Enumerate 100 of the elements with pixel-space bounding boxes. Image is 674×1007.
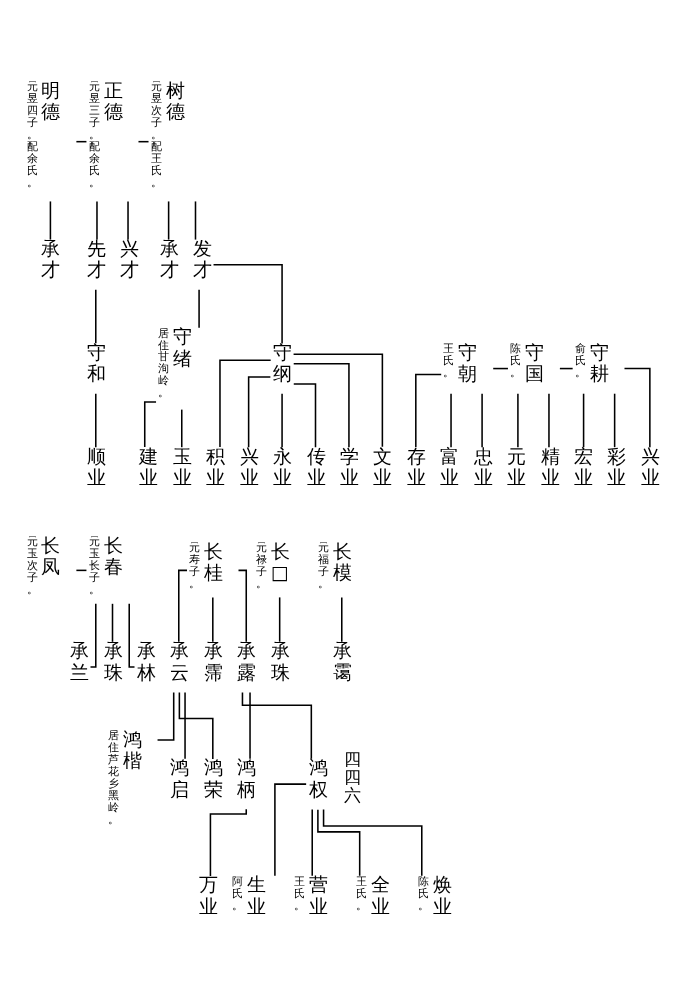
connector [156,691,175,741]
connector [311,808,313,877]
node-text: 鸿权 [308,756,328,801]
node-label: 元福子。 [317,540,329,590]
node-label: 居住芦花乡黑岭。 [107,728,119,826]
connector [322,808,423,877]
connector [178,691,214,760]
node-text: 守朝 [458,340,478,386]
node-text: 承珠 [270,639,290,684]
node-text: 明德 [41,78,61,124]
connector [548,392,550,448]
connector [95,289,97,345]
label: 四四六 [344,749,362,806]
connector [341,596,343,643]
node-text: 承林 [136,639,156,684]
connector [582,392,585,448]
node-text: 元业 [507,444,527,490]
node-text: 鸿楷 [122,727,142,773]
connector [219,359,272,448]
connector [49,200,52,241]
node-text: 宏业 [574,444,594,490]
node-text: 建业 [139,444,159,490]
node-label: 元玉长子。 [88,534,100,596]
node-text: 发才 [193,236,213,282]
connector [212,263,283,345]
node-text: 长凤 [41,533,61,579]
node-label: 陈氏。 [418,874,430,912]
node-text: 鸿柄 [237,756,257,801]
node-text: 长桂 [203,539,223,585]
node-text: 承云 [170,639,190,684]
node-label: 元昱三子。配余氏。 [88,79,100,189]
node-text: 承才 [41,236,61,282]
connector [194,200,197,241]
connector [281,392,283,448]
node-text: 生业 [246,873,266,918]
connector [181,408,183,448]
connector [96,200,98,241]
connector [623,367,651,449]
node-text: 学业 [339,444,359,490]
connector [198,289,200,329]
connector [111,603,114,643]
node-text: 承霈 [203,639,223,684]
node-label: 元寿子。 [188,540,200,590]
connector [95,392,97,448]
node-text: 鸿启 [170,756,190,801]
connector [278,596,281,643]
node-text: 忠业 [473,444,493,490]
connector [415,373,442,448]
connector [274,783,307,877]
node-label: 元昱次子。配王氏。 [150,79,162,189]
node-text: 长春 [103,533,123,579]
connector [292,353,384,448]
node-text: 兴才 [120,236,140,282]
node-label: 阿氏。 [231,874,243,912]
node-text: 承霭 [332,639,352,684]
node-text: 承兰 [70,639,90,684]
node-text: 树德 [165,78,185,124]
node-label: 王氏。 [443,342,455,379]
node-text: 玉业 [172,444,192,490]
node-label: 王氏。 [356,874,368,912]
node-text: 传业 [306,444,326,490]
node-text: 永业 [273,444,293,490]
node-text: 承珠 [103,639,123,684]
node-text: 精业 [540,444,560,490]
node-text: 文业 [373,444,393,490]
connector [450,392,452,448]
node-text: 守耕 [589,340,609,386]
node-label: 陈氏。 [510,342,522,379]
connector [481,392,483,448]
node-text: 承才 [159,236,179,282]
node-text: 长□ [270,539,290,585]
node-text: 焕业 [433,873,453,918]
node-text: 正德 [103,78,123,124]
connector [249,691,251,760]
node-label: 元禄子。 [255,540,267,590]
connector [241,691,313,760]
node-text: 营业 [308,873,328,918]
node-text: 鸿荣 [203,756,223,801]
node-text: 长模 [332,539,352,585]
node-label: 元玉次子。 [26,534,38,596]
connector [184,691,186,760]
connector [167,200,170,241]
connector [127,200,129,241]
node-text: 守和 [86,340,106,386]
connector [293,383,317,449]
connector [613,392,616,448]
node-label: 王氏。 [294,874,306,912]
node-text: 承露 [237,639,257,684]
node-text: 兴业 [239,444,259,490]
connector [317,808,361,877]
connector [212,596,214,643]
connector [517,392,519,448]
node-text: 兴业 [640,444,660,490]
node-text: 万业 [199,873,219,918]
node-text: 存业 [406,444,426,490]
node-label: 居住甘洵岭。 [157,326,169,400]
node-label: 元昱四子。配余氏。 [26,79,38,189]
node-text: 富业 [440,444,460,490]
node-text: 积业 [206,444,226,490]
connector [292,363,350,448]
